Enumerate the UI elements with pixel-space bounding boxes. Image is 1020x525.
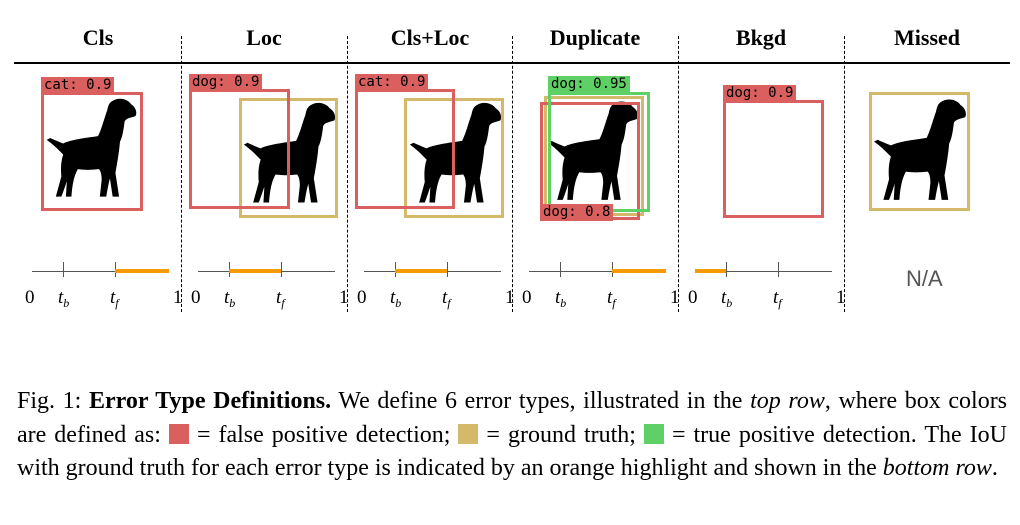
false-positive-label: cat: 0.9 [355,74,429,91]
axis-label-tf: tf [773,287,782,311]
caption-text: = true positive detection. The IoU with … [17,421,1007,482]
iou-highlight [229,269,281,273]
axis-label-tb: tb [58,287,70,311]
caption-emphasis: top row [750,388,825,414]
axis-label-zero: 0 [357,287,367,308]
column-separator [181,36,182,312]
missed-na-label: N/A [906,266,943,291]
axis-label-tf: tf [110,287,119,311]
axis-label-tf: tf [276,287,285,311]
column-title-loc: Loc [246,25,282,50]
true-positive-box [548,92,650,212]
false-positive-box [355,89,455,209]
column-separator [678,36,679,312]
axis-label-tf: tf [607,287,616,311]
axis-label-tb: tb [224,287,236,311]
axis-label-one: 1 [836,287,846,308]
axis-label-zero: 0 [191,287,201,308]
caption-emphasis: bottom row [882,455,992,481]
caption-text: = false positive detection; [188,421,459,448]
false-positive-label: cat: 0.9 [41,77,115,94]
column-separator [347,36,348,312]
caption-text: , where box colors are defined as: [17,388,1008,448]
axis-label-one: 1 [505,287,515,308]
column-title-cls: Cls [82,25,114,50]
iou-axis-line [529,271,666,272]
tick-tb [63,262,64,277]
axis-label-one: 1 [339,287,349,308]
tick-tf [281,262,282,277]
tick-tb [726,262,727,277]
tick-tb [560,262,561,277]
iou-highlight [695,269,726,273]
ground-truth-box [869,92,970,211]
ground-truth-swatch [458,423,479,444]
tick-tf [447,262,448,277]
error-type-figure: Cls Loc Cls+Loc Duplicate Bkgd Missed ca… [14,25,1010,312]
caption-title: Error Type Definitions. [88,388,332,414]
column-title-missed: Missed [894,25,960,50]
axis-label-zero: 0 [688,287,698,308]
axis-label-one: 1 [173,287,183,308]
figure-caption: Fig. 1: Error Type Definitions. We defin… [17,385,1007,486]
axis-label-tb: tb [390,287,402,311]
false-positive-swatch [168,423,189,444]
iou-axis-line [32,271,169,272]
axis-label-one: 1 [670,287,680,308]
false-positive-box [189,89,290,209]
column-separator [844,36,845,312]
iou-highlight [115,269,169,273]
false-positive-label: dog: 0.9 [723,85,797,102]
caption-fig-number: Fig. 1: [17,388,89,414]
iou-highlight [395,269,447,273]
true-positive-label: dog: 0.95 [548,76,630,93]
axis-label-tb: tb [721,287,733,311]
false-positive-label: dog: 0.8 [540,204,614,221]
caption-text: We define 6 error types, illustrated in … [331,388,751,414]
iou-axis-line [695,271,832,272]
iou-highlight [612,269,666,273]
axis-label-zero: 0 [25,287,35,308]
false-positive-label: dog: 0.9 [189,74,263,91]
caption-text: = ground truth; [478,421,644,448]
column-title-duplicate: Duplicate [549,25,641,50]
false-positive-box [723,100,824,218]
tick-tf [778,262,779,277]
true-positive-swatch [643,423,664,444]
axis-label-tb: tb [555,287,567,311]
caption-text: . [991,455,998,481]
column-title-bkgd: Bkgd [735,25,787,50]
axis-label-zero: 0 [522,287,532,308]
column-separator [512,36,513,312]
axis-label-tf: tf [442,287,451,311]
false-positive-box [41,92,143,211]
column-title-clsloc: Cls+Loc [390,25,470,50]
